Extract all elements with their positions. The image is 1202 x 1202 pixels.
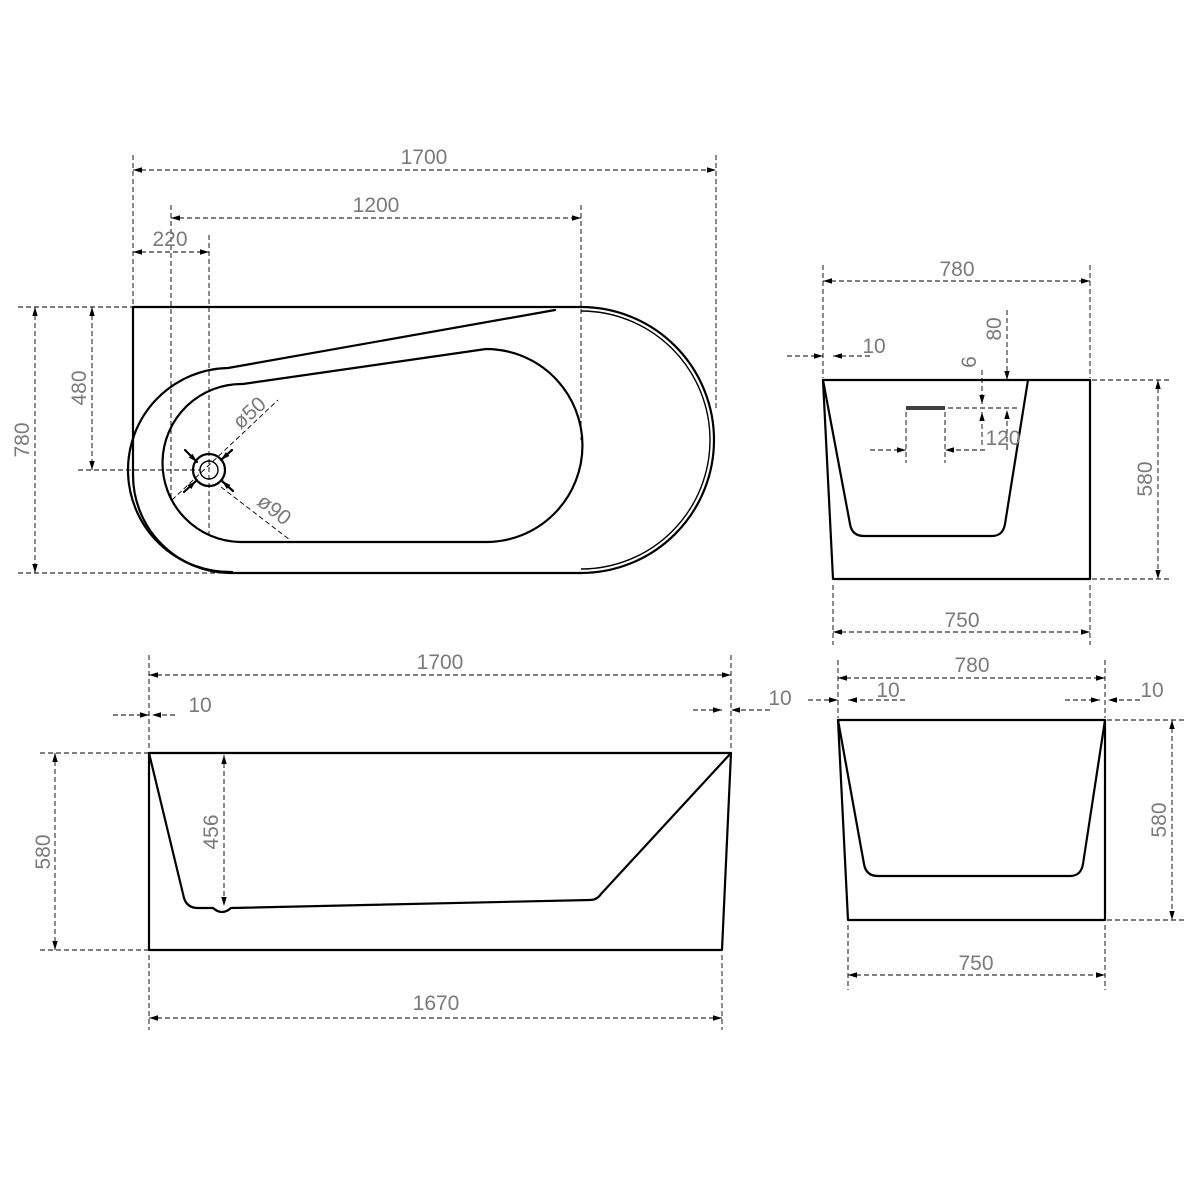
top-view-outer-rim (580, 310, 711, 570)
label-section-height: 580 (1134, 461, 1157, 496)
top-view-rim-outline (126, 308, 557, 574)
label-drain-offset: 220 (152, 228, 187, 251)
section-basin-outline (821, 378, 1030, 538)
label-section-slot-height: 6 (958, 356, 981, 368)
label-section-top-width: 780 (939, 258, 974, 281)
label-side-left-offset: 10 (188, 694, 211, 717)
label-drain-diameter: ø50 (229, 393, 271, 434)
label-end-right-offset: 10 (1140, 679, 1163, 702)
label-section-slot-length: 120 (985, 427, 1020, 450)
label-end-left-offset: 10 (876, 679, 899, 702)
label-end-top-width: 780 (954, 654, 989, 677)
top-view: 1700 1200 220 780 480 ø50 ø90 (11, 146, 717, 575)
side-basin-outline (147, 751, 733, 914)
section-body-outline (821, 378, 1092, 581)
end-section-view: 780 10 80 6 120 580 750 (787, 258, 1170, 645)
label-drain-from-side: 480 (68, 370, 91, 405)
label-side-height: 580 (32, 834, 55, 869)
side-body-outline (147, 751, 733, 952)
label-end-height: 580 (1148, 802, 1171, 837)
end-view: 780 10 10 580 750 (808, 654, 1185, 990)
label-end-base-width: 750 (958, 952, 993, 975)
label-flange-diameter: ø90 (253, 490, 296, 530)
label-section-base-width: 750 (944, 609, 979, 632)
top-view-basin-outline (161, 347, 584, 544)
label-side-inner-depth: 456 (200, 814, 223, 849)
end-basin-outline (836, 718, 1107, 878)
top-view-outer-outline (131, 305, 716, 575)
label-spacing-length: 1200 (353, 194, 400, 217)
label-section-overflow-height: 80 (983, 317, 1006, 340)
label-side-top-length: 1700 (417, 651, 464, 674)
label-side-right-offset: 10 (768, 687, 791, 710)
label-side-base-length: 1670 (413, 992, 460, 1015)
end-body-outline (836, 718, 1107, 922)
side-view: 1700 10 10 580 456 1670 (32, 651, 792, 1030)
label-top-width: 780 (11, 422, 34, 457)
label-top-length: 1700 (401, 146, 448, 169)
label-section-rim-offset: 10 (862, 335, 885, 358)
